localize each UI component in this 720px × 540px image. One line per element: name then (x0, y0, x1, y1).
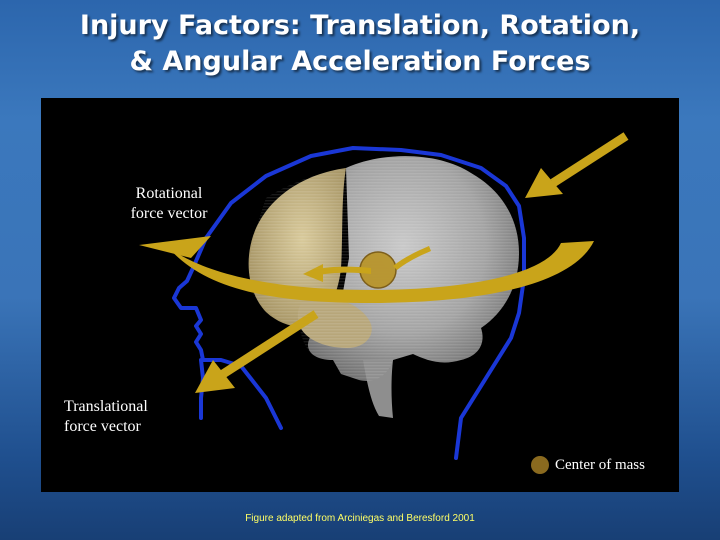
center-of-mass-legend-dot (531, 456, 549, 474)
inner-rotation-arrow-right (393, 246, 431, 270)
translational-arrow-in (550, 132, 629, 187)
slide-title: Injury Factors: Translation, Rotation, &… (0, 8, 720, 80)
brain-force-figure: Rotational force vector Translational fo… (41, 98, 679, 492)
rotational-label-line-1: Rotational (135, 185, 203, 202)
translational-arrowhead-in (525, 168, 563, 198)
title-line-2: & Angular Acceleration Forces (129, 46, 591, 77)
translational-arrowhead-out (195, 360, 235, 393)
translational-arrow-out (220, 310, 319, 378)
legend-text: Center of mass (555, 456, 645, 473)
rotational-arrowhead (139, 236, 211, 258)
title-line-1: Injury Factors: Translation, Rotation, (79, 10, 641, 41)
translational-force-label: Translational force vector (64, 397, 184, 437)
inner-rotation-arrowhead (303, 264, 323, 282)
legend: Center of mass (531, 456, 645, 474)
figure-drawing (139, 132, 629, 460)
rotational-force-label: Rotational force vector (111, 184, 227, 224)
rotational-force-band (167, 241, 594, 303)
figure-caption: Figure adapted from Arciniegas and Beres… (245, 513, 475, 524)
inner-rotation-arrow (313, 266, 371, 276)
translational-label-line-2: force vector (64, 418, 141, 435)
rotational-label-line-2: force vector (130, 205, 208, 222)
translational-label-line-1: Translational (64, 398, 148, 415)
